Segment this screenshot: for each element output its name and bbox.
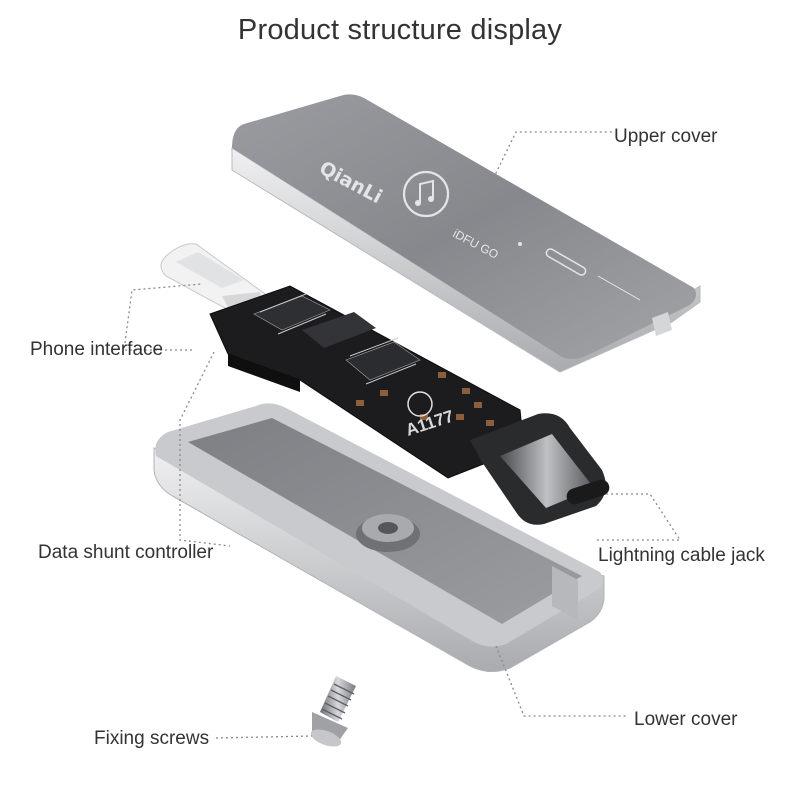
music-note-icon <box>402 170 450 218</box>
label-fixing-screws: Fixing screws <box>94 728 210 749</box>
upper-cover-part: QianLi iDFU GO <box>231 94 701 373</box>
lower-cover-part <box>153 403 605 672</box>
label-data-shunt-controller: Data shunt controller <box>38 542 214 563</box>
leader-lines <box>123 131 682 739</box>
jack-port <box>566 479 610 505</box>
screw-part <box>310 676 356 747</box>
label-phone-interface: Phone interface <box>30 339 164 360</box>
label-upper-cover: Upper cover <box>614 126 718 147</box>
pcb-board-part: A1177 <box>160 243 610 525</box>
label-lightning-cable-jack: Lightning cable jack <box>598 545 765 566</box>
indicator-slot <box>545 248 587 276</box>
label-lower-cover: Lower cover <box>634 709 738 730</box>
page-title: Product structure display <box>237 14 563 46</box>
